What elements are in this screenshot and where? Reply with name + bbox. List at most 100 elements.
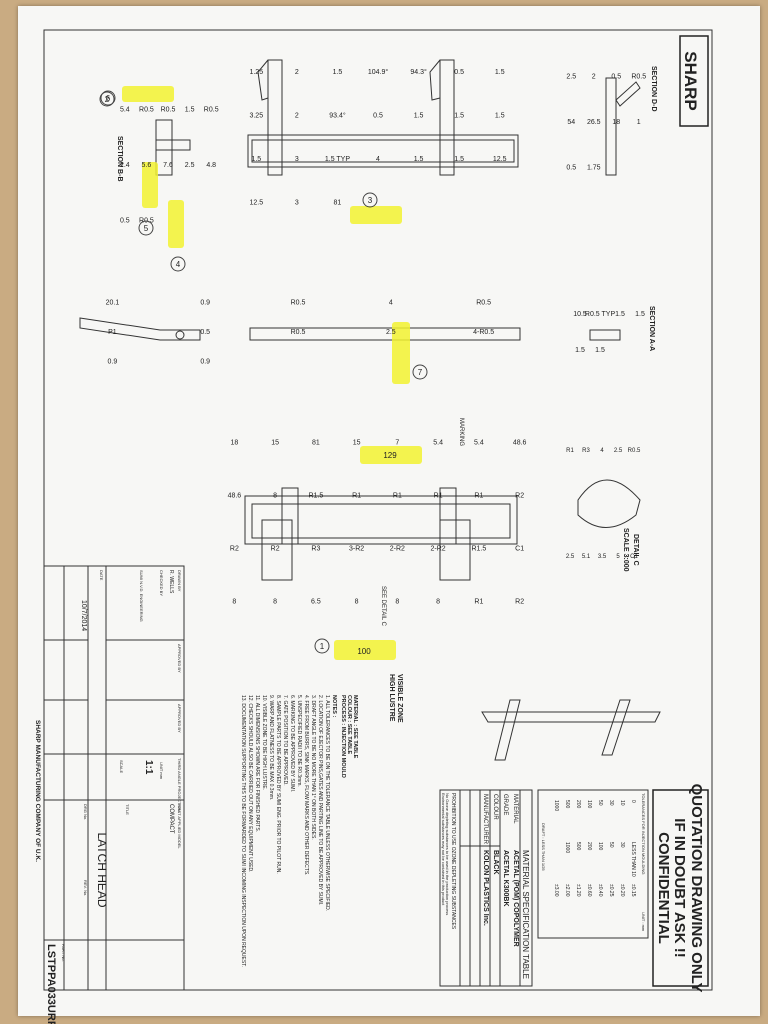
dimension-label: 8 — [273, 493, 277, 500]
drawing-border — [43, 29, 713, 991]
dimension-label: 1.5 — [454, 112, 464, 119]
dimension-label: 0.5 — [120, 217, 130, 224]
date: 10/7/2014 — [80, 600, 87, 631]
dimension-label: 18 — [230, 440, 238, 447]
dimension-label: 2 — [592, 74, 596, 81]
material-value: KOLON PLASTICS Inc. — [482, 850, 489, 926]
tolerance-cell: 10 — [619, 800, 625, 806]
dimension-label: 1.5 — [414, 156, 424, 163]
projection-label: THIRD ANGLE PROJECTION — [177, 758, 182, 812]
tolerance-unit: UNIT : mm — [641, 912, 646, 932]
dimension-label: R2 — [515, 493, 524, 500]
balloon-circle — [100, 90, 116, 106]
dimension-label: 93.4° — [329, 111, 346, 119]
dimension-label: 1.25 — [249, 69, 263, 76]
notes-block: MATERIAL : SEE TABLE COLOUR : SEE TABLE … — [240, 695, 358, 967]
dimension-label: 20.1 — [106, 300, 120, 307]
part-no-label: PART No. — [61, 944, 66, 962]
note-item: 11. ALL DIMENSIONS SHOWN ARE FOR FINISHE… — [254, 695, 260, 832]
rev-label: REV. No. — [83, 880, 88, 896]
dimension-label: 12.5 — [493, 156, 507, 163]
dimension-label: 1 — [637, 119, 641, 126]
detail-c-dimension: C1 — [630, 554, 638, 560]
tolerance-cell: ±0.15 — [630, 884, 636, 897]
dimension-label: 15 — [353, 440, 361, 447]
tolerance-footer: DRAFT : LESS THAN 1/25 — [541, 823, 546, 871]
tolerance-cell: ±0.40 — [597, 884, 603, 897]
balloon-circle — [362, 192, 378, 208]
see-detail-label: SEE DETAIL C — [380, 586, 386, 627]
tolerance-cell: 200 — [575, 800, 581, 809]
visible-zone-label: VISIBLE ZONE — [396, 674, 403, 723]
balloon-circle — [138, 220, 154, 236]
dimension-label: 3-R2 — [349, 546, 364, 553]
tolerance-cell: 100 — [597, 842, 603, 851]
marking-label: MARKING — [458, 418, 464, 446]
tolerance-cell: ±0.25 — [608, 884, 614, 897]
ozone-note: PROHIBITION TO USE OZONE DEPLETING SUBST… — [450, 793, 456, 930]
note-item: 9. WARP AND FLATNESS TO BE MAX 0.3mm. — [268, 695, 274, 800]
balloon-number: 1 — [320, 642, 325, 651]
dimension-label: 8 — [273, 599, 277, 606]
sharp-logo: SHARP — [679, 35, 709, 127]
dimension-label: 1.5 — [454, 156, 464, 163]
material-key: MATERIAL — [512, 794, 518, 824]
notes-material: MATERIAL : SEE TABLE — [352, 695, 358, 759]
part-outlines — [79, 59, 661, 761]
balloon-number: 6 — [106, 94, 111, 103]
material-value: ACETAL (POM) COPOLYMER — [512, 850, 519, 947]
balloon-circle — [99, 91, 115, 107]
detail-c-dimension: 4 — [600, 448, 604, 454]
dimension-label: 81 — [334, 199, 342, 206]
dimension-label: 0.9 — [200, 358, 210, 365]
dimension-label: 4-R0.5 — [473, 329, 494, 336]
tolerance-cell: LESS THAN 10 — [630, 842, 636, 877]
drg-no-label: DRG No. — [83, 804, 88, 820]
dimension-label: R1 — [474, 493, 483, 500]
dimension-label: 18 — [612, 119, 620, 126]
dimension-label: R0.5 — [291, 300, 306, 307]
dimension-label: R3 — [311, 546, 320, 553]
detail-c-dimension: 2.5 — [614, 448, 623, 454]
tolerance-cell: 30 — [619, 842, 625, 848]
dimension-label: 1.75 — [587, 164, 601, 171]
date-label: DATE — [99, 570, 104, 581]
note-item: 6. MARKING TO BE APPROVED BY SUMI. — [289, 695, 295, 792]
dimension-label: 2.5 — [386, 329, 396, 336]
detail-c-dimension: R1 — [566, 448, 574, 454]
dimension-label: R0.5 — [161, 107, 176, 114]
dimension-label: 10.5 — [573, 311, 587, 318]
dimension-label: 4 — [376, 156, 380, 163]
high-lustre-label: HIGH LUSTRE — [388, 674, 395, 722]
dimension-label: 1.5 TYP — [325, 156, 350, 163]
notes-colour: COLOUR : SEE TABLE — [346, 695, 352, 755]
dimension-label: R0.5 — [291, 329, 306, 336]
material-rows: MATERIAL ACETAL (POM) COPOLYMER GRADE ACETA… — [482, 794, 519, 947]
dimension-label: R1 — [474, 599, 483, 606]
material-key: COLOUR — [492, 794, 498, 820]
tolerance-cell: 50 — [597, 800, 603, 806]
part-name: LATCH HEAD — [95, 832, 109, 907]
dimension-label: 2 — [295, 112, 299, 119]
approved-by-label: APPROVED BY — [177, 644, 182, 673]
dimension-label: 3.25 — [249, 112, 263, 119]
balloon-number: 2 — [105, 95, 110, 104]
dimension-label: 2-R2 — [431, 546, 446, 553]
dimension-label: 104.9° — [368, 68, 389, 76]
scale-label: SCALE — [119, 760, 124, 773]
dimension-label: R1 — [434, 493, 443, 500]
tolerance-cell: 1000 — [564, 842, 570, 853]
drawn-by-label: DRAWN BY — [177, 570, 182, 592]
dimension-label: R0.5 — [139, 107, 154, 114]
material-value: BLACK — [492, 850, 499, 875]
material-key: GRADE — [502, 794, 508, 815]
dimension-label: 7 — [395, 440, 399, 447]
dimension-label: 7.6 — [163, 162, 173, 169]
detail-c-dimension: 3.5 — [598, 554, 607, 560]
drawn-by: R. WELLS — [168, 570, 174, 594]
material-value: ACETAL K300BK — [502, 850, 509, 907]
engineering-label: SUMI N.V.D. ENGINEERING — [139, 570, 144, 622]
model: COMPACT — [168, 804, 174, 834]
section-dd-label: SECTION D-D — [650, 66, 657, 112]
